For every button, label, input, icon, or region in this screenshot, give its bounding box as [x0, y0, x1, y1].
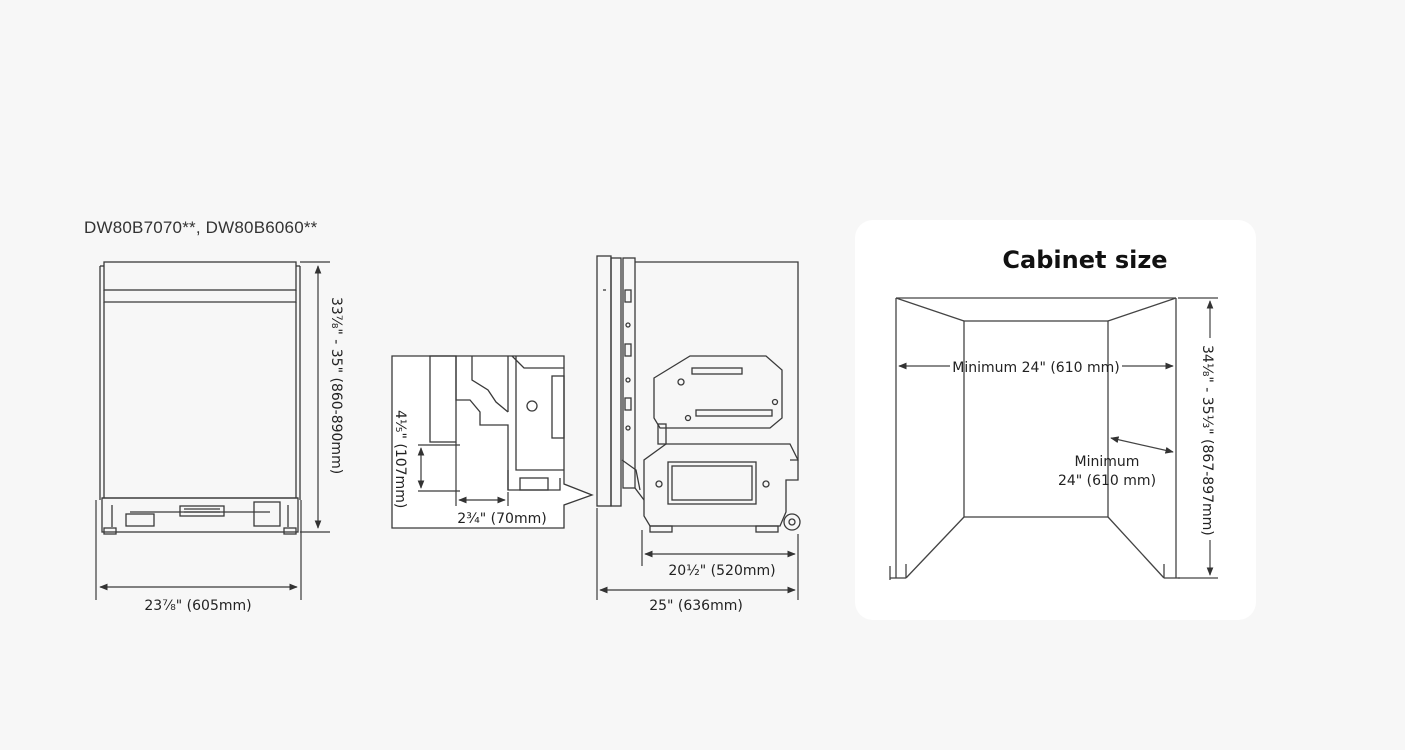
- cabinet-card: [855, 220, 1256, 620]
- front-view-dishwasher: [99, 261, 301, 535]
- front-height-dimension: [300, 261, 330, 533]
- detail-view: [391, 355, 594, 529]
- cabinet-dimensions: [898, 297, 1218, 579]
- cabinet-depth-label-line2: 24" (610 mm): [1058, 473, 1156, 489]
- side-outer-depth-label: 25" (636mm): [649, 598, 743, 614]
- cabinet-height-label: 34⅛" - 35⅓" (867-897mm): [1199, 345, 1215, 536]
- front-width-dimension: [95, 500, 302, 600]
- side-dimensions: [596, 508, 799, 600]
- front-width-label: 23⅞" (605mm): [144, 598, 251, 614]
- cabinet-depth-label-line1: Minimum: [1075, 454, 1140, 470]
- side-view-dishwasher: [596, 255, 801, 533]
- cabinet-drawing: [889, 297, 1180, 580]
- detail-vertical-label: 4⅕" (107mm): [392, 410, 408, 508]
- side-inner-depth-label: 20½" (520mm): [668, 563, 775, 579]
- cabinet-title: Cabinet size: [1002, 246, 1168, 274]
- cabinet-width-label: Minimum 24" (610 mm): [952, 360, 1119, 376]
- model-title: DW80B7070**, DW80B6060**: [84, 218, 318, 237]
- front-height-label: 33⅞" - 35" (860-890mm): [328, 297, 344, 474]
- detail-horizontal-label: 2¾" (70mm): [457, 511, 546, 527]
- detail-dimensions: [417, 442, 509, 506]
